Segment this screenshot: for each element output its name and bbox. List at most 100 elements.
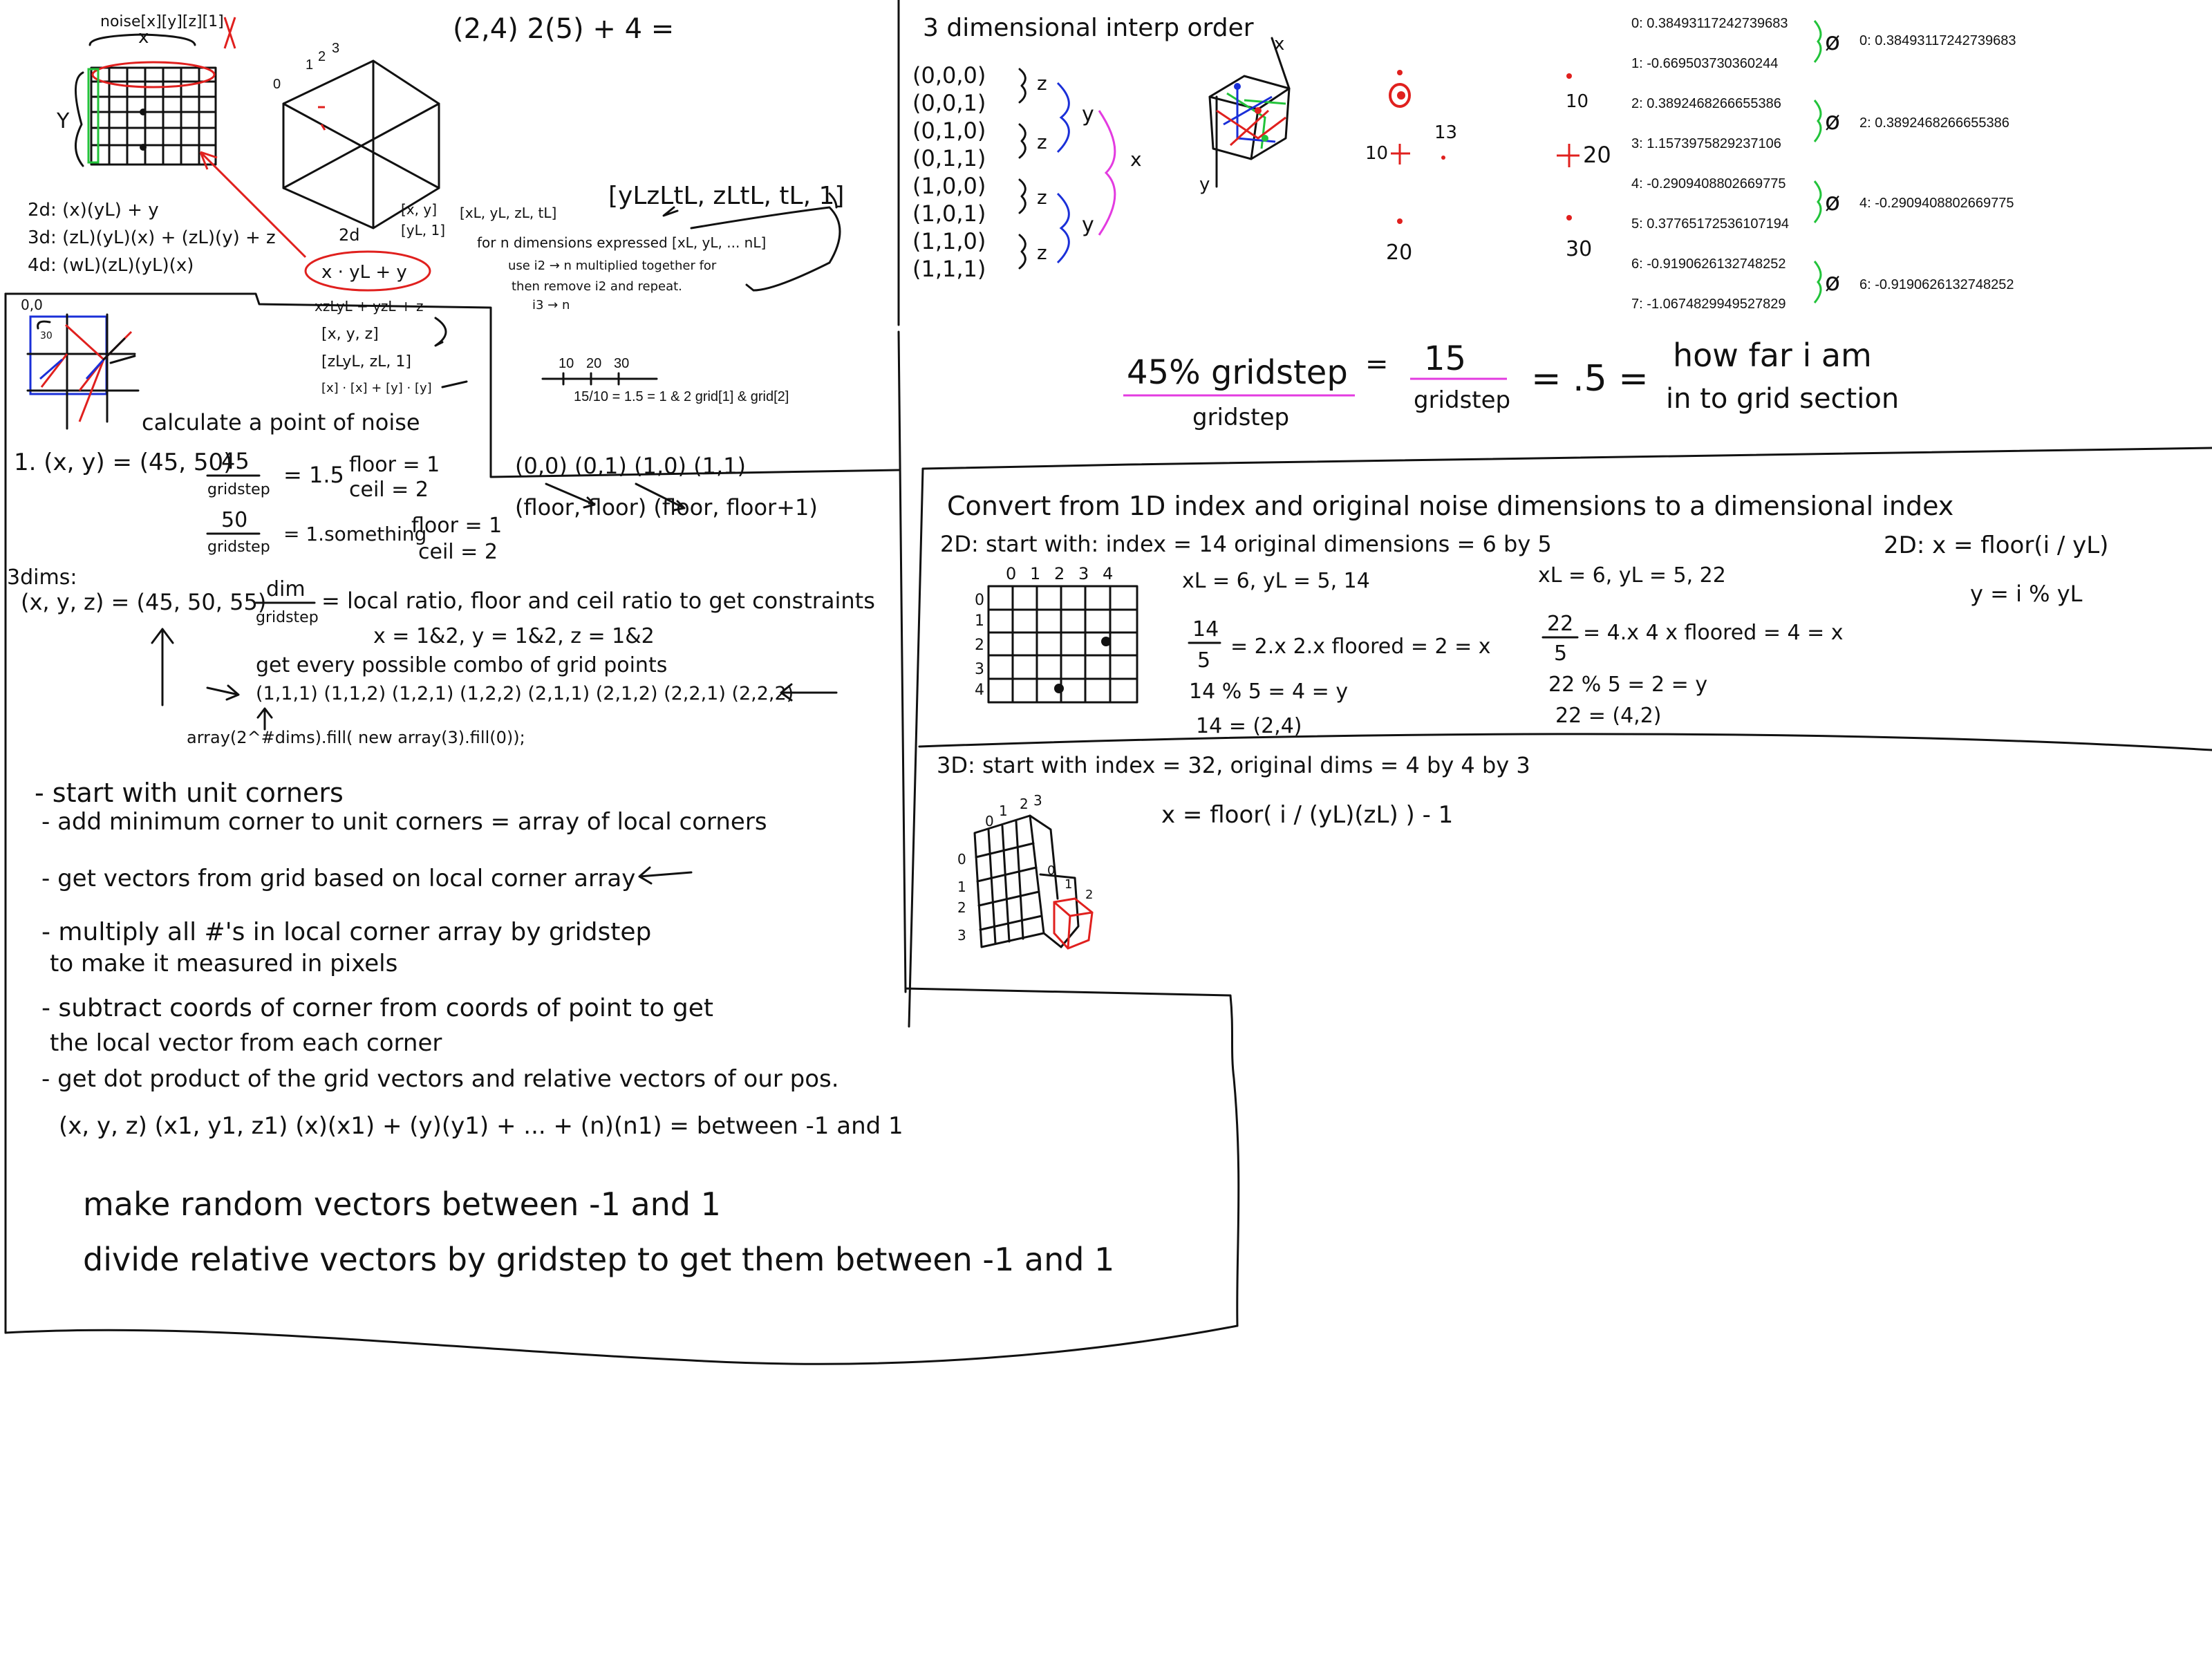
value-right-1: 2: 0.3892468266655386 bbox=[1859, 115, 2009, 131]
conv-b3: 22 % 5 = 2 = y bbox=[1548, 673, 1707, 697]
hex-tick-1: 1 bbox=[306, 57, 313, 73]
bottom-0: make random vectors between -1 and 1 bbox=[83, 1185, 721, 1223]
conv-start3d: 3D: start with index = 32, original dims… bbox=[937, 752, 1530, 778]
calc-title: calculate a point of noise bbox=[142, 409, 420, 435]
pct-a-den: gridstep bbox=[1192, 404, 1289, 431]
calc-ranges: x = 1&2, y = 1&2, z = 1&2 bbox=[373, 624, 655, 648]
hex-2d-label: 2d bbox=[339, 225, 360, 245]
step-5: - subtract coords of corner from coords … bbox=[41, 994, 713, 1022]
pct-how1: how far i am bbox=[1673, 337, 1872, 374]
grid-3d-sketch: 0 1 2 3 0 1 2 3 0 1 2 bbox=[957, 792, 1094, 950]
pct-a: 45% gridstep bbox=[1127, 353, 1348, 392]
numline-tick-30: 30 bbox=[614, 356, 629, 371]
z-label-3: z bbox=[1037, 241, 1047, 264]
step-7: - get dot product of the grid vectors an… bbox=[41, 1065, 839, 1093]
row-4: 4 bbox=[975, 682, 984, 699]
pct-b-den: gridstep bbox=[1414, 386, 1510, 414]
xyz-bracket: [x, y, z] bbox=[321, 326, 379, 343]
y-axis-label: Y bbox=[56, 109, 70, 133]
c3-row-0: 0 bbox=[957, 851, 966, 868]
eq-3d: 3d: (zL)(yL)(x) + (zL)(y) + z bbox=[28, 227, 276, 248]
ndim-line-4: i3 → n bbox=[532, 298, 570, 312]
conv-a2n: 14 bbox=[1192, 617, 1219, 641]
calc-combo: get every possible combo of grid points bbox=[256, 653, 667, 677]
dot-20b: 20 bbox=[1386, 241, 1412, 265]
ndim-line-1: for n dimensions expressed [xL, yL, ... … bbox=[477, 234, 766, 251]
value-left-1: 1: -0.669503730360244 bbox=[1631, 56, 1778, 71]
noise-array-sketch: noise[x][y][z][1] x Y bbox=[56, 13, 307, 259]
ndim-header: [xL, yL, zL, tL] bbox=[460, 205, 556, 221]
numline-tick-10: 10 bbox=[559, 356, 574, 371]
top-equation: (2,4) 2(5) + 4 = bbox=[453, 13, 674, 45]
gridstep-percent: 45% gridstep gridstep = 15 gridstep = .5… bbox=[1123, 337, 1899, 431]
red-formula-block: x · yL + y [x, y] [yL, 1] xzLyL + yzL + … bbox=[304, 13, 674, 395]
tuple-1: (0,0,1) bbox=[912, 90, 986, 116]
value-right-0: 0: 0.38493117242739683 bbox=[1859, 33, 2016, 48]
conv-a1: xL = 6, yL = 5, 14 bbox=[1182, 569, 1370, 593]
calc-f1-res: = 1.5 bbox=[283, 462, 344, 488]
value-left-5: 5: 0.37765172536107194 bbox=[1631, 216, 1789, 232]
value-left-4: 4: -0.2909408802669775 bbox=[1631, 176, 1786, 191]
c3-col-2: 2 bbox=[1020, 796, 1029, 812]
hex-tick-2: 2 bbox=[318, 49, 326, 64]
tuple-4: (1,0,0) bbox=[912, 173, 986, 199]
c3-col-0: 0 bbox=[985, 813, 994, 830]
conv-f2d-x: 2D: x = floor(i / yL) bbox=[1884, 532, 2108, 559]
grid-6x5: 0 1 2 3 4 0 1 2 3 4 bbox=[975, 564, 1138, 704]
calc-dim-den: gridstep bbox=[256, 609, 319, 626]
x-label: x bbox=[1130, 148, 1142, 171]
zlyl-bracket: [zLyL, zL, 1] bbox=[321, 353, 411, 371]
calc-f2-den: gridstep bbox=[207, 538, 270, 556]
bottom-1: divide relative vectors by gridstep to g… bbox=[83, 1241, 1114, 1278]
conv-a3: 14 % 5 = 4 = y bbox=[1189, 679, 1348, 704]
steps-list: - start with unit corners - add minimum … bbox=[35, 778, 903, 1140]
value-right-3: 6: -0.9190626132748252 bbox=[1859, 277, 2014, 292]
conv-a2r: = 2.x 2.x floored = 2 = x bbox=[1230, 635, 1491, 659]
step-1: - add minimum corner to unit corners = a… bbox=[41, 808, 767, 836]
calc-xyz: (x, y, z) = (45, 50, 55) bbox=[21, 589, 266, 615]
row-0: 0 bbox=[975, 592, 984, 609]
y-label-1: y bbox=[1082, 213, 1094, 237]
calc-section: calculate a point of noise 1. (x, y) = (… bbox=[7, 409, 875, 747]
small-yl: [yL, 1] bbox=[401, 222, 445, 238]
eq-4d: 4d: (wL)(zL)(yL)(x) bbox=[28, 255, 194, 276]
ndim-line-3: then remove i2 and repeat. bbox=[512, 279, 682, 294]
conv-a2d: 5 bbox=[1197, 648, 1210, 673]
calc-dim-num: dim bbox=[266, 577, 306, 601]
value-left-0: 0: 0.38493117242739683 bbox=[1631, 16, 1788, 31]
calc-f2-res: = 1.something bbox=[283, 523, 427, 545]
conv-b1: xL = 6, yL = 5, 22 bbox=[1538, 563, 1726, 588]
c3-small-0: 0 bbox=[1047, 863, 1055, 878]
tuple-7: (1,1,1) bbox=[912, 256, 986, 282]
panel-borders bbox=[4, 0, 2212, 1365]
calc-arr: array(2^#dims).fill( new array(3).fill(0… bbox=[187, 728, 525, 747]
c3-small-1: 1 bbox=[1065, 877, 1072, 892]
big-bracket: [yLzLtL, zLtL, tL, 1] bbox=[608, 182, 844, 210]
equations-dims: 2d: (x)(yL) + y 3d: (zL)(yL)(x) + (zL)(y… bbox=[28, 200, 276, 276]
conv-f3d: x = floor( i / (yL)(zL) ) - 1 bbox=[1161, 801, 1453, 829]
conv-b2d: 5 bbox=[1554, 641, 1567, 666]
conv-b4: 22 = (4,2) bbox=[1555, 704, 1662, 728]
col-4: 4 bbox=[1103, 564, 1113, 583]
step-8: (x, y, z) (x1, y1, z1) (x)(x1) + (y)(y1)… bbox=[59, 1112, 903, 1140]
z-label-2: z bbox=[1037, 186, 1047, 209]
eq-2d: 2d: (x)(yL) + y bbox=[28, 200, 159, 221]
value-left-3: 3: 1.1573975829237106 bbox=[1631, 136, 1781, 151]
hex-tick-0: 0 bbox=[273, 77, 281, 92]
row-2: 2 bbox=[975, 637, 984, 654]
vector-square-sketch: 0,0 30 bbox=[21, 297, 140, 430]
calc-dims: 3dims: bbox=[7, 565, 77, 590]
hexagon-sketch: 0 1 2 3 2d bbox=[273, 41, 440, 245]
conv-title: Convert from 1D index and original noise… bbox=[947, 491, 1953, 521]
step-3: - multiply all #'s in local corner array… bbox=[41, 918, 651, 946]
col-3: 3 bbox=[1078, 564, 1089, 583]
xzly: xzLyL + yzL + z bbox=[315, 298, 424, 315]
hex-tick-3: 3 bbox=[332, 41, 339, 56]
interp-title: 3 dimensional interp order bbox=[923, 14, 1254, 42]
ndim-notes: [xL, yL, zL, tL] for n dimensions expres… bbox=[460, 182, 844, 312]
calc-floor2: floor = 1 bbox=[411, 514, 502, 538]
pct-b-num: 15 bbox=[1424, 339, 1466, 378]
c3-row-3: 3 bbox=[957, 927, 966, 944]
calc-f2-num: 50 bbox=[221, 508, 247, 532]
